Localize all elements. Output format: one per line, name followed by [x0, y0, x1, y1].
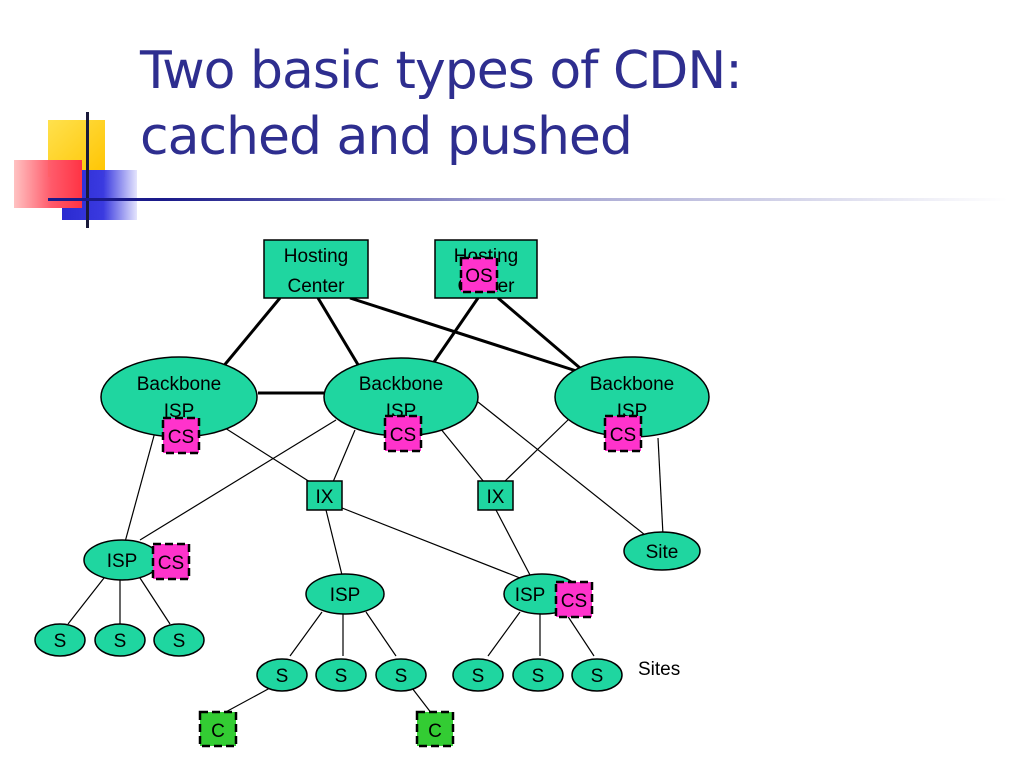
s-node-6	[375, 658, 427, 692]
link-isp-right-s3	[564, 611, 595, 657]
link-ix1-isp-right	[341, 507, 521, 579]
s-node-4-label: S	[276, 666, 289, 687]
origin-server: OS	[459, 256, 499, 294]
link-backbone2-ix2	[439, 427, 485, 483]
ix-2-label: IX	[487, 487, 505, 508]
backbone-isp-1: Backbone ISP	[100, 356, 258, 438]
s-node-1	[34, 623, 86, 657]
s-nodes	[34, 623, 623, 692]
access-links	[67, 401, 664, 715]
link-hosting1-backbone1	[220, 297, 282, 369]
s-node-3-label: S	[173, 631, 186, 652]
s-node-4	[256, 658, 308, 692]
ix-2: IX	[477, 480, 514, 511]
isp-left-label: ISP	[107, 551, 138, 572]
link-backbone2-ix1	[332, 429, 356, 483]
cache-server-backbone-2-label: CS	[390, 425, 416, 446]
client-left: C	[198, 710, 238, 748]
link-ix1-isp-mid	[325, 509, 343, 576]
backbone-isp-2-line1: Backbone	[359, 374, 444, 395]
client-right: C	[415, 710, 455, 748]
ix-1: IX	[306, 480, 343, 511]
cache-server-backbone-3: CS	[603, 414, 643, 453]
title-line-2: cached and pushed	[140, 107, 633, 167]
link-backbone2-isp-left	[139, 419, 337, 541]
title-underline	[48, 198, 1008, 201]
link-backbone1-ix1	[224, 427, 311, 483]
link-isp-mid-s1	[289, 611, 323, 657]
site-node: Site	[623, 531, 701, 571]
link-backbone1-isp-left	[124, 431, 156, 543]
s-node-8-label: S	[532, 666, 545, 687]
s-node-5-label: S	[335, 666, 348, 687]
cache-server-isp-left: CS	[151, 542, 191, 581]
link-isp-right-s1	[487, 611, 521, 657]
link-hosting2-backbone3	[497, 296, 581, 370]
cache-server-isp-right-label: CS	[561, 591, 587, 612]
client-left-label: C	[211, 721, 225, 742]
link-backbone2-site	[477, 401, 646, 536]
s-node-2	[94, 623, 146, 657]
link-hosting1-backbone2	[316, 297, 362, 369]
backbone-isp-1-line2: ISP	[164, 401, 195, 422]
title-line-1: Two basic types of CDN:	[140, 41, 743, 101]
backbone-links	[220, 296, 593, 395]
origin-server-label: OS	[465, 266, 492, 287]
sites-label: Sites	[638, 659, 680, 680]
link-backbone3-site	[657, 437, 664, 536]
s-node-1-label: S	[54, 631, 67, 652]
page-title: Two basic types of CDN: cached and pushe…	[140, 38, 1000, 170]
cache-server-backbone-3-label: CS	[610, 425, 636, 446]
cache-server-backbone-1: CS	[161, 416, 201, 455]
isp-mid: ISP	[305, 573, 385, 615]
client-right-label: C	[428, 721, 442, 742]
site-label: Site	[646, 542, 679, 563]
deco-vertical-bar	[86, 112, 89, 228]
link-backbone3-ix2	[503, 417, 571, 483]
link-isp-left-s3	[139, 577, 171, 625]
link-ix2-isp-right	[495, 509, 531, 576]
s-node-7-label: S	[472, 666, 485, 687]
link-s-client-left	[221, 687, 271, 715]
link-s-client-right	[411, 687, 433, 715]
isp-left: ISP	[83, 539, 161, 581]
isp-right-label: ISP	[515, 585, 546, 606]
s-node-6-label: S	[395, 666, 408, 687]
ix-1-label: IX	[316, 487, 334, 508]
hosting-center-1: Hosting Center	[263, 239, 369, 299]
backbone-isp-3-line1: Backbone	[590, 374, 675, 395]
link-isp-mid-s3	[365, 611, 397, 657]
link-isp-left-s1	[67, 577, 105, 625]
s-node-3	[153, 623, 205, 657]
link-hosting1-backbone3	[349, 296, 593, 378]
s-node-7	[452, 658, 504, 692]
isp-mid-label: ISP	[330, 585, 361, 606]
s-node-9	[571, 658, 623, 692]
cache-server-backbone-1-label: CS	[168, 427, 194, 448]
s-node-2-label: S	[114, 631, 127, 652]
s-node-8	[512, 658, 564, 692]
cache-server-backbone-2: CS	[383, 414, 423, 453]
hosting-center-1-line1: Hosting	[284, 246, 348, 267]
s-node-5	[315, 658, 367, 692]
cache-server-isp-left-label: CS	[158, 553, 184, 574]
backbone-isp-1-line1: Backbone	[137, 374, 222, 395]
cache-server-isp-right: CS	[554, 580, 594, 619]
s-node-9-label: S	[591, 666, 604, 687]
link-hosting2-backbone2	[432, 297, 480, 363]
hosting-center-1-line2: Center	[287, 276, 345, 297]
s-labels: S S S S S S S S S	[54, 631, 604, 687]
